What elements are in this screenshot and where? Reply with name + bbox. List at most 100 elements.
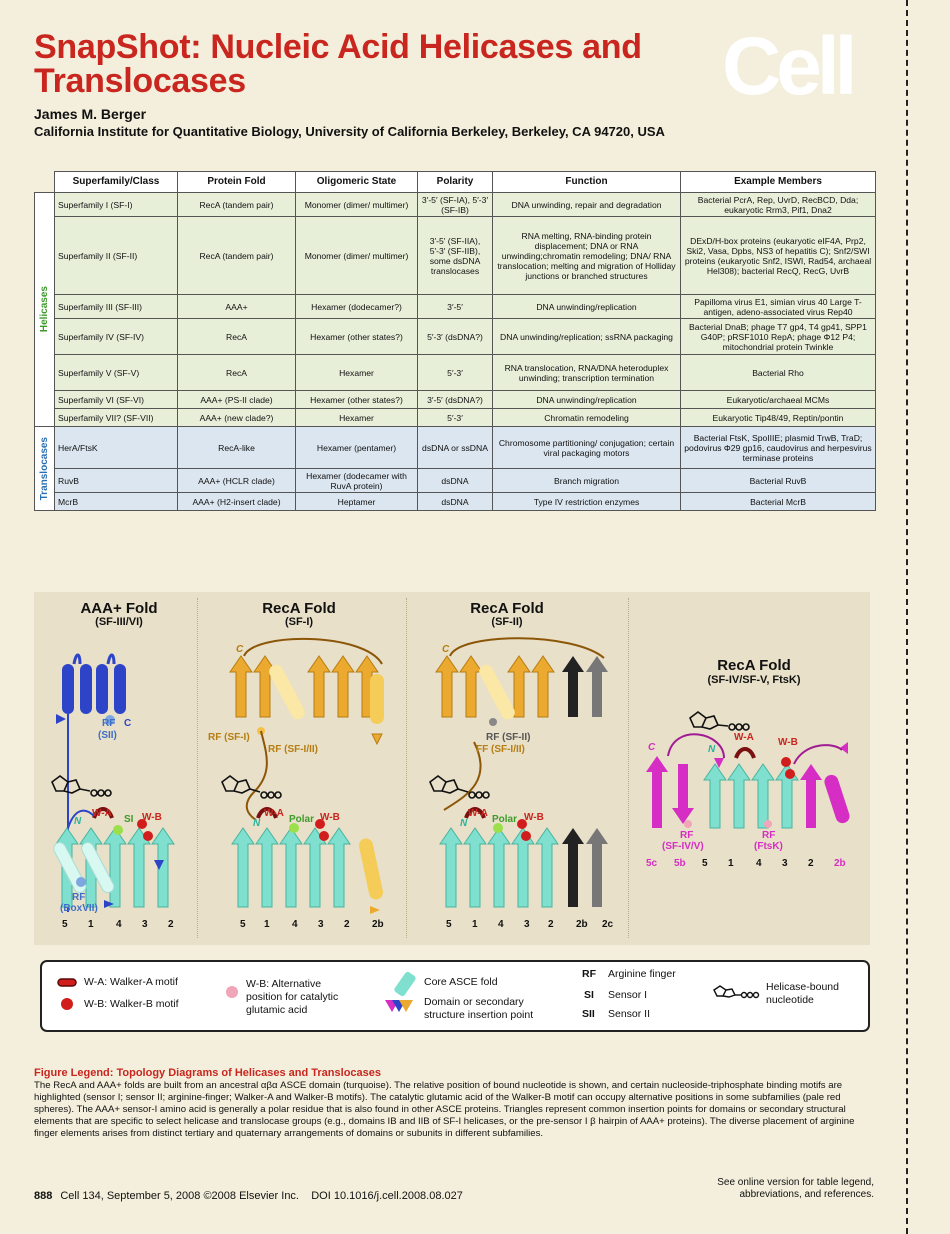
col-header: Function bbox=[492, 171, 681, 193]
strand-number: 4 bbox=[292, 919, 298, 930]
table-cell: RecA (tandem pair) bbox=[177, 216, 296, 295]
table-cell: Hexamer (dodecamer?) bbox=[295, 294, 418, 319]
strand-number: 2 bbox=[168, 919, 174, 930]
col-header: Polarity bbox=[417, 171, 493, 193]
table-cell: Branch migration bbox=[492, 468, 681, 493]
table-cell: Superfamily I (SF-I) bbox=[54, 192, 178, 217]
table-cell: Hexamer (pentamer) bbox=[295, 426, 418, 469]
rf-sub-label: (FtsK) bbox=[754, 841, 783, 852]
group-label-text: Translocases bbox=[38, 436, 50, 501]
c-terminus-label: C bbox=[648, 742, 656, 753]
n-terminus-label: N bbox=[460, 818, 468, 829]
rf-label: RF bbox=[72, 892, 86, 903]
rf-label: RF bbox=[102, 718, 116, 729]
strand-number: 3 bbox=[142, 919, 148, 930]
n-terminus-label: N bbox=[74, 816, 82, 827]
author: James M. Berger bbox=[34, 106, 147, 122]
legend-alt-glu-1: W-B: Alternative bbox=[246, 978, 322, 990]
legend-alt-glu-3: glutamic acid bbox=[246, 1004, 308, 1016]
table-cell: RecA bbox=[177, 318, 296, 355]
sensor-i-label: SI bbox=[124, 814, 134, 825]
table-cell: dsDNA bbox=[417, 492, 493, 511]
table-cell: Hexamer bbox=[295, 354, 418, 391]
strand-number: 5 bbox=[702, 858, 708, 869]
table-cell: Monomer (dimer/ multimer) bbox=[295, 216, 418, 295]
col-header: Protein Fold bbox=[177, 171, 296, 193]
table-cell: Superfamily II (SF-II) bbox=[54, 216, 178, 295]
strand-number: 2 bbox=[808, 858, 814, 869]
strand-number: 5b bbox=[674, 858, 686, 869]
table-cell: dsDNA bbox=[417, 468, 493, 493]
table-cell: AAA+ (HCLR clade) bbox=[177, 468, 296, 493]
table-cell: DNA unwinding/replication bbox=[492, 294, 681, 319]
table-cell: Monomer (dimer/ multimer) bbox=[295, 192, 418, 217]
walker-a-label: W-A bbox=[734, 732, 754, 743]
table-header-row: Superfamily/Class Protein Fold Oligomeri… bbox=[34, 171, 876, 193]
polar-label: Polar bbox=[289, 814, 315, 825]
table-cell: RNA melting, RNA-binding protein displac… bbox=[492, 216, 681, 295]
legend-nucleotide-1: Helicase-bound bbox=[766, 981, 839, 993]
strand-number: 4 bbox=[116, 919, 122, 930]
table-cell: McrB bbox=[54, 492, 178, 511]
table-cell: Superfamily VII? (SF-VII) bbox=[54, 408, 178, 427]
strand-number: 1 bbox=[264, 919, 270, 930]
rf-sub-label: (BoxVII) bbox=[60, 903, 98, 914]
table-cell: DExD/H-box proteins (eukaryotic eIF4A, P… bbox=[680, 216, 876, 295]
table-cell: Chromatin remodeling bbox=[492, 408, 681, 427]
walker-b-label: W-B bbox=[778, 737, 798, 748]
page-number: 888 bbox=[34, 1190, 53, 1202]
rf-sub-label: (SF-IV/V) bbox=[662, 841, 704, 852]
strand-number: 1 bbox=[472, 919, 478, 930]
table-cell: DNA unwinding, repair and degradation bbox=[492, 192, 681, 217]
table-cell: Eukaryotic/archaeal MCMs bbox=[680, 390, 876, 409]
walker-b-label: W-B bbox=[524, 812, 544, 823]
page-footer: 888 Cell 134, September 5, 2008 ©2008 Els… bbox=[34, 1190, 463, 1202]
figure-legend-title: Figure Legend: Topology Diagrams of Heli… bbox=[34, 1067, 381, 1079]
strand-number: 2b bbox=[372, 919, 384, 930]
strand-number: 3 bbox=[318, 919, 324, 930]
strand-number: 4 bbox=[498, 919, 504, 930]
table-cell: 3′-5′ (SF-IA), 5′-3′ (SF-IB) bbox=[417, 192, 493, 217]
strand-number: 2b bbox=[834, 858, 846, 869]
walker-b-label: W-B bbox=[320, 812, 340, 823]
table-cell: 3′-5′ (SF-IIA), 5′-3′ (SF-IIB), some dsD… bbox=[417, 216, 493, 295]
table-cell: Bacterial Rho bbox=[680, 354, 876, 391]
legend-insertion-2: structure insertion point bbox=[424, 1009, 534, 1021]
table-cell: AAA+ (PS-II clade) bbox=[177, 390, 296, 409]
table-cell: Bacterial DnaB; phage T7 gp4, T4 gp41, S… bbox=[680, 318, 876, 355]
legend-rf-val: Arginine finger bbox=[608, 968, 676, 980]
strand-number: 1 bbox=[88, 919, 94, 930]
col-header: Example Members bbox=[680, 171, 876, 193]
see-online-line: See online version for table legend, bbox=[717, 1177, 874, 1188]
table-row: Superfamily VII? (SF-VII)AAA+ (new clade… bbox=[35, 408, 876, 427]
table-cell: Heptamer bbox=[295, 492, 418, 511]
rf-sub-label: (SII) bbox=[98, 730, 117, 741]
reca-sf2-diagram bbox=[429, 637, 608, 908]
walker-a-label: W-A bbox=[264, 808, 284, 819]
legend-core-fold: Core ASCE fold bbox=[424, 976, 498, 988]
rf-label: RF (SF-I) bbox=[208, 732, 250, 743]
panel-title: AAA+ Fold bbox=[80, 600, 158, 617]
c-terminus-label: C bbox=[124, 718, 132, 729]
symbol-legend: W-A: Walker-A motif W-B: Walker-B motif … bbox=[40, 960, 870, 1032]
table-cell: Papilloma virus E1, simian virus 40 Larg… bbox=[680, 294, 876, 319]
walker-a-label: W-A bbox=[468, 808, 488, 819]
polar-label: Polar bbox=[492, 814, 518, 825]
row-group-label: Helicases bbox=[34, 192, 55, 427]
table-cell: DNA unwinding/replication; ssRNA packagi… bbox=[492, 318, 681, 355]
strand-number: 4 bbox=[756, 858, 762, 869]
table-cell: Hexamer bbox=[295, 408, 418, 427]
c-terminus-label: C bbox=[442, 644, 450, 655]
legend-nucleotide-2: nucleotide bbox=[766, 994, 814, 1006]
strand-number: 1 bbox=[728, 858, 734, 869]
rf-label: RF bbox=[680, 830, 694, 841]
table-cell: AAA+ (new clade?) bbox=[177, 408, 296, 427]
panel-subtitle: (SF-III/VI) bbox=[95, 616, 143, 628]
table-cell: RecA bbox=[177, 354, 296, 391]
citation: Cell 134, September 5, 2008 ©2008 Elsevi… bbox=[60, 1190, 463, 1202]
cut-line bbox=[906, 0, 908, 1234]
